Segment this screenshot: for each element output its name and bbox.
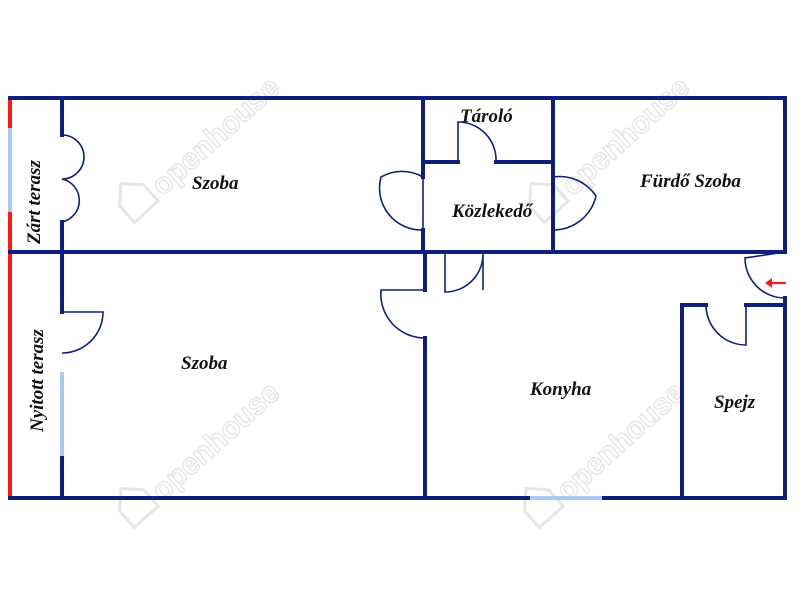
entrance-arrow-icon — [765, 278, 786, 288]
label-szoba-upper: Szoba — [192, 173, 239, 194]
door-zart-terasz-upper — [61, 134, 85, 180]
label-furdo-szoba: Fürdő Szoba — [639, 171, 741, 192]
door-nyitott-terasz — [61, 311, 104, 354]
door-entrance — [744, 251, 786, 299]
door-zart-terasz-lower — [61, 178, 81, 223]
door-spejz — [705, 304, 747, 346]
label-kozlekedo: Közlekedő — [451, 201, 534, 222]
door-szoba-corridor — [378, 170, 424, 231]
house-logo-icon — [118, 486, 161, 530]
house-logo-icon — [528, 181, 571, 225]
label-nyitott-terasz: Nyitott terasz — [27, 328, 48, 433]
watermark-1: openhouse — [118, 70, 287, 225]
label-spejz: Spejz — [714, 392, 756, 413]
watermark-group: openhouse openhouse openhouse openhouse — [118, 70, 697, 530]
label-konyha: Konyha — [529, 379, 592, 400]
door-szoba-konyha — [380, 289, 426, 339]
watermark-2: openhouse — [528, 70, 697, 225]
walls — [8, 96, 787, 500]
house-logo-icon — [523, 486, 566, 530]
watermark-3: openhouse — [118, 375, 287, 530]
label-tarolo: Tároló — [460, 106, 513, 127]
house-logo-icon — [118, 181, 161, 225]
door-konyha — [444, 251, 484, 293]
doors — [61, 121, 786, 354]
watermark-text: openhouse — [145, 376, 286, 508]
label-zart-terasz: Zárt terasz — [24, 159, 45, 245]
door-furdo — [552, 175, 597, 231]
door-tarolo — [457, 121, 497, 163]
label-szoba-lower: Szoba — [181, 353, 228, 374]
